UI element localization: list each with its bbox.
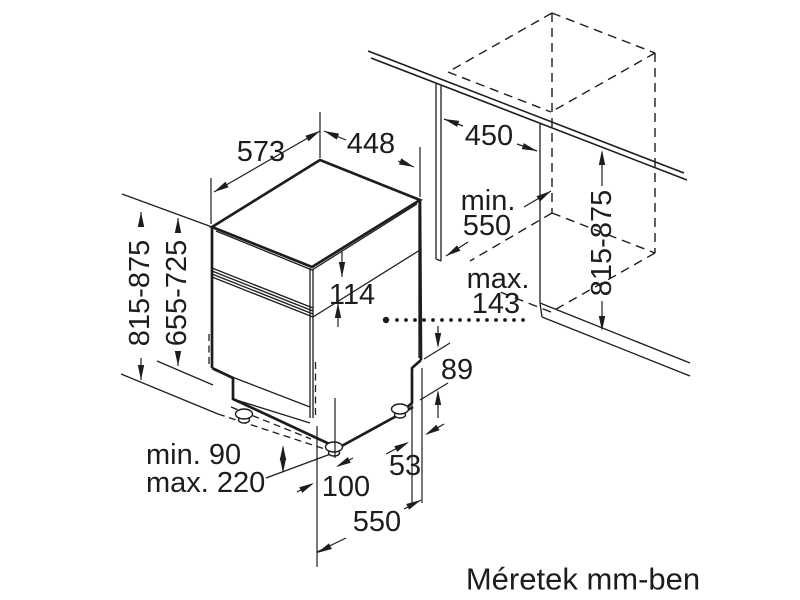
dishwasher-outline [208,158,423,453]
dim-outlet-height-value-label: 143 [472,288,520,320]
dim-depth-overall-label: 573 [237,136,285,168]
cabinet-side-panel [435,84,691,377]
niche-dashed-outline [447,12,656,313]
dim-plinth-min-label: min. 90 [146,439,241,471]
dim-control-panel-height-label: 114 [329,279,375,311]
extension-lines [210,112,451,567]
reference-lines [120,193,337,479]
dim-niche-width-label: 450 [465,120,513,152]
outlet-height-dotted-line [382,316,525,324]
dim-body-height-label: 655-725 [161,240,193,346]
dim-rear-clearance-label: 53 [389,450,421,482]
dim-width-overall-label: 448 [347,128,395,160]
dim-plinth-recess-label: 100 [322,471,370,503]
dim-niche-depth-value-label: 550 [463,210,511,242]
countertop-lines [367,50,688,181]
dim-outlet-height-prefix-label: max. [467,263,530,295]
dim-rear-base-height-label: 89 [441,354,473,386]
dim-niche-depth-prefix-label: min. [461,185,516,217]
dim-appliance-height-label: 815-875 [124,240,156,346]
units-caption: Méretek mm-ben [466,562,700,597]
dim-niche-height-label: 815-875 [586,190,618,296]
dim-plinth-max-label: max. 220 [146,467,265,499]
dim-base-depth-label: 550 [353,506,401,538]
dimension-labels: 573 448 450 min. 550 815-875 655-725 114… [124,120,618,538]
adjustable-feet [234,403,410,457]
